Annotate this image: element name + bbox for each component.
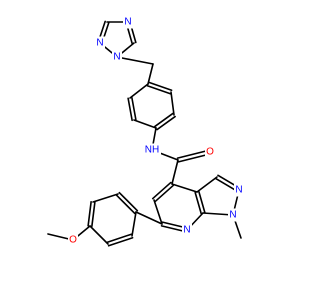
double-bond-line [118,191,139,212]
double-bond-line [87,200,92,227]
pyrazole-nitrogen-2: N [235,185,242,196]
double-bond-line [127,97,133,122]
pyrazole-nitrogen-2-background [234,183,244,197]
bond-lines [47,20,242,247]
double-bond-line [107,237,134,247]
double-bond-line [131,96,137,121]
double-bond-line [198,190,206,214]
methoxy-oxygen: O [69,235,77,246]
triazole-nitrogen-1: N [124,17,131,28]
amide-nh-background [143,143,161,157]
triazole-nitrogen-1-background [123,15,133,29]
single-bond [153,199,163,225]
carbonyl-oxygen: O [206,147,214,158]
double-bond-line [147,81,173,92]
double-bond-line [115,194,136,215]
single-bond [170,91,175,116]
triazole-nitrogen-2-background [112,50,122,64]
carbonyl-oxygen-background [205,145,215,159]
pyrazole-nitrogen-1: N [229,210,236,221]
pyrazole-nitrogen-1-background [228,208,238,222]
single-bond [171,159,179,185]
amide-nh: NH [145,145,159,156]
pyridine-nitrogen-background [182,223,192,237]
single-bond [92,193,119,203]
double-bond-line [154,184,175,203]
single-bond [147,63,154,85]
triazole-nitrogen-3-background [95,36,105,50]
pyridine-nitrogen: N [183,225,190,236]
single-bond [129,83,149,99]
double-bond-line [194,191,202,215]
methoxy-oxygen-background [68,233,78,247]
triazole-nitrogen-2: N [113,52,120,63]
single-bond [131,211,137,237]
single-bond [133,119,157,129]
single-bond [196,176,218,193]
triazole-nitrogen-3: N [96,38,103,49]
single-bond [135,211,163,225]
single-bond [116,56,154,65]
single-bond [171,183,198,193]
double-bond-line [156,115,176,131]
single-bond [89,225,109,245]
double-bond-line [151,181,172,200]
double-bond-line [176,149,211,159]
double-bond-line [146,84,172,95]
double-bond-line [154,112,174,128]
double-bond-line [91,201,96,228]
double-bond-line [106,233,133,243]
